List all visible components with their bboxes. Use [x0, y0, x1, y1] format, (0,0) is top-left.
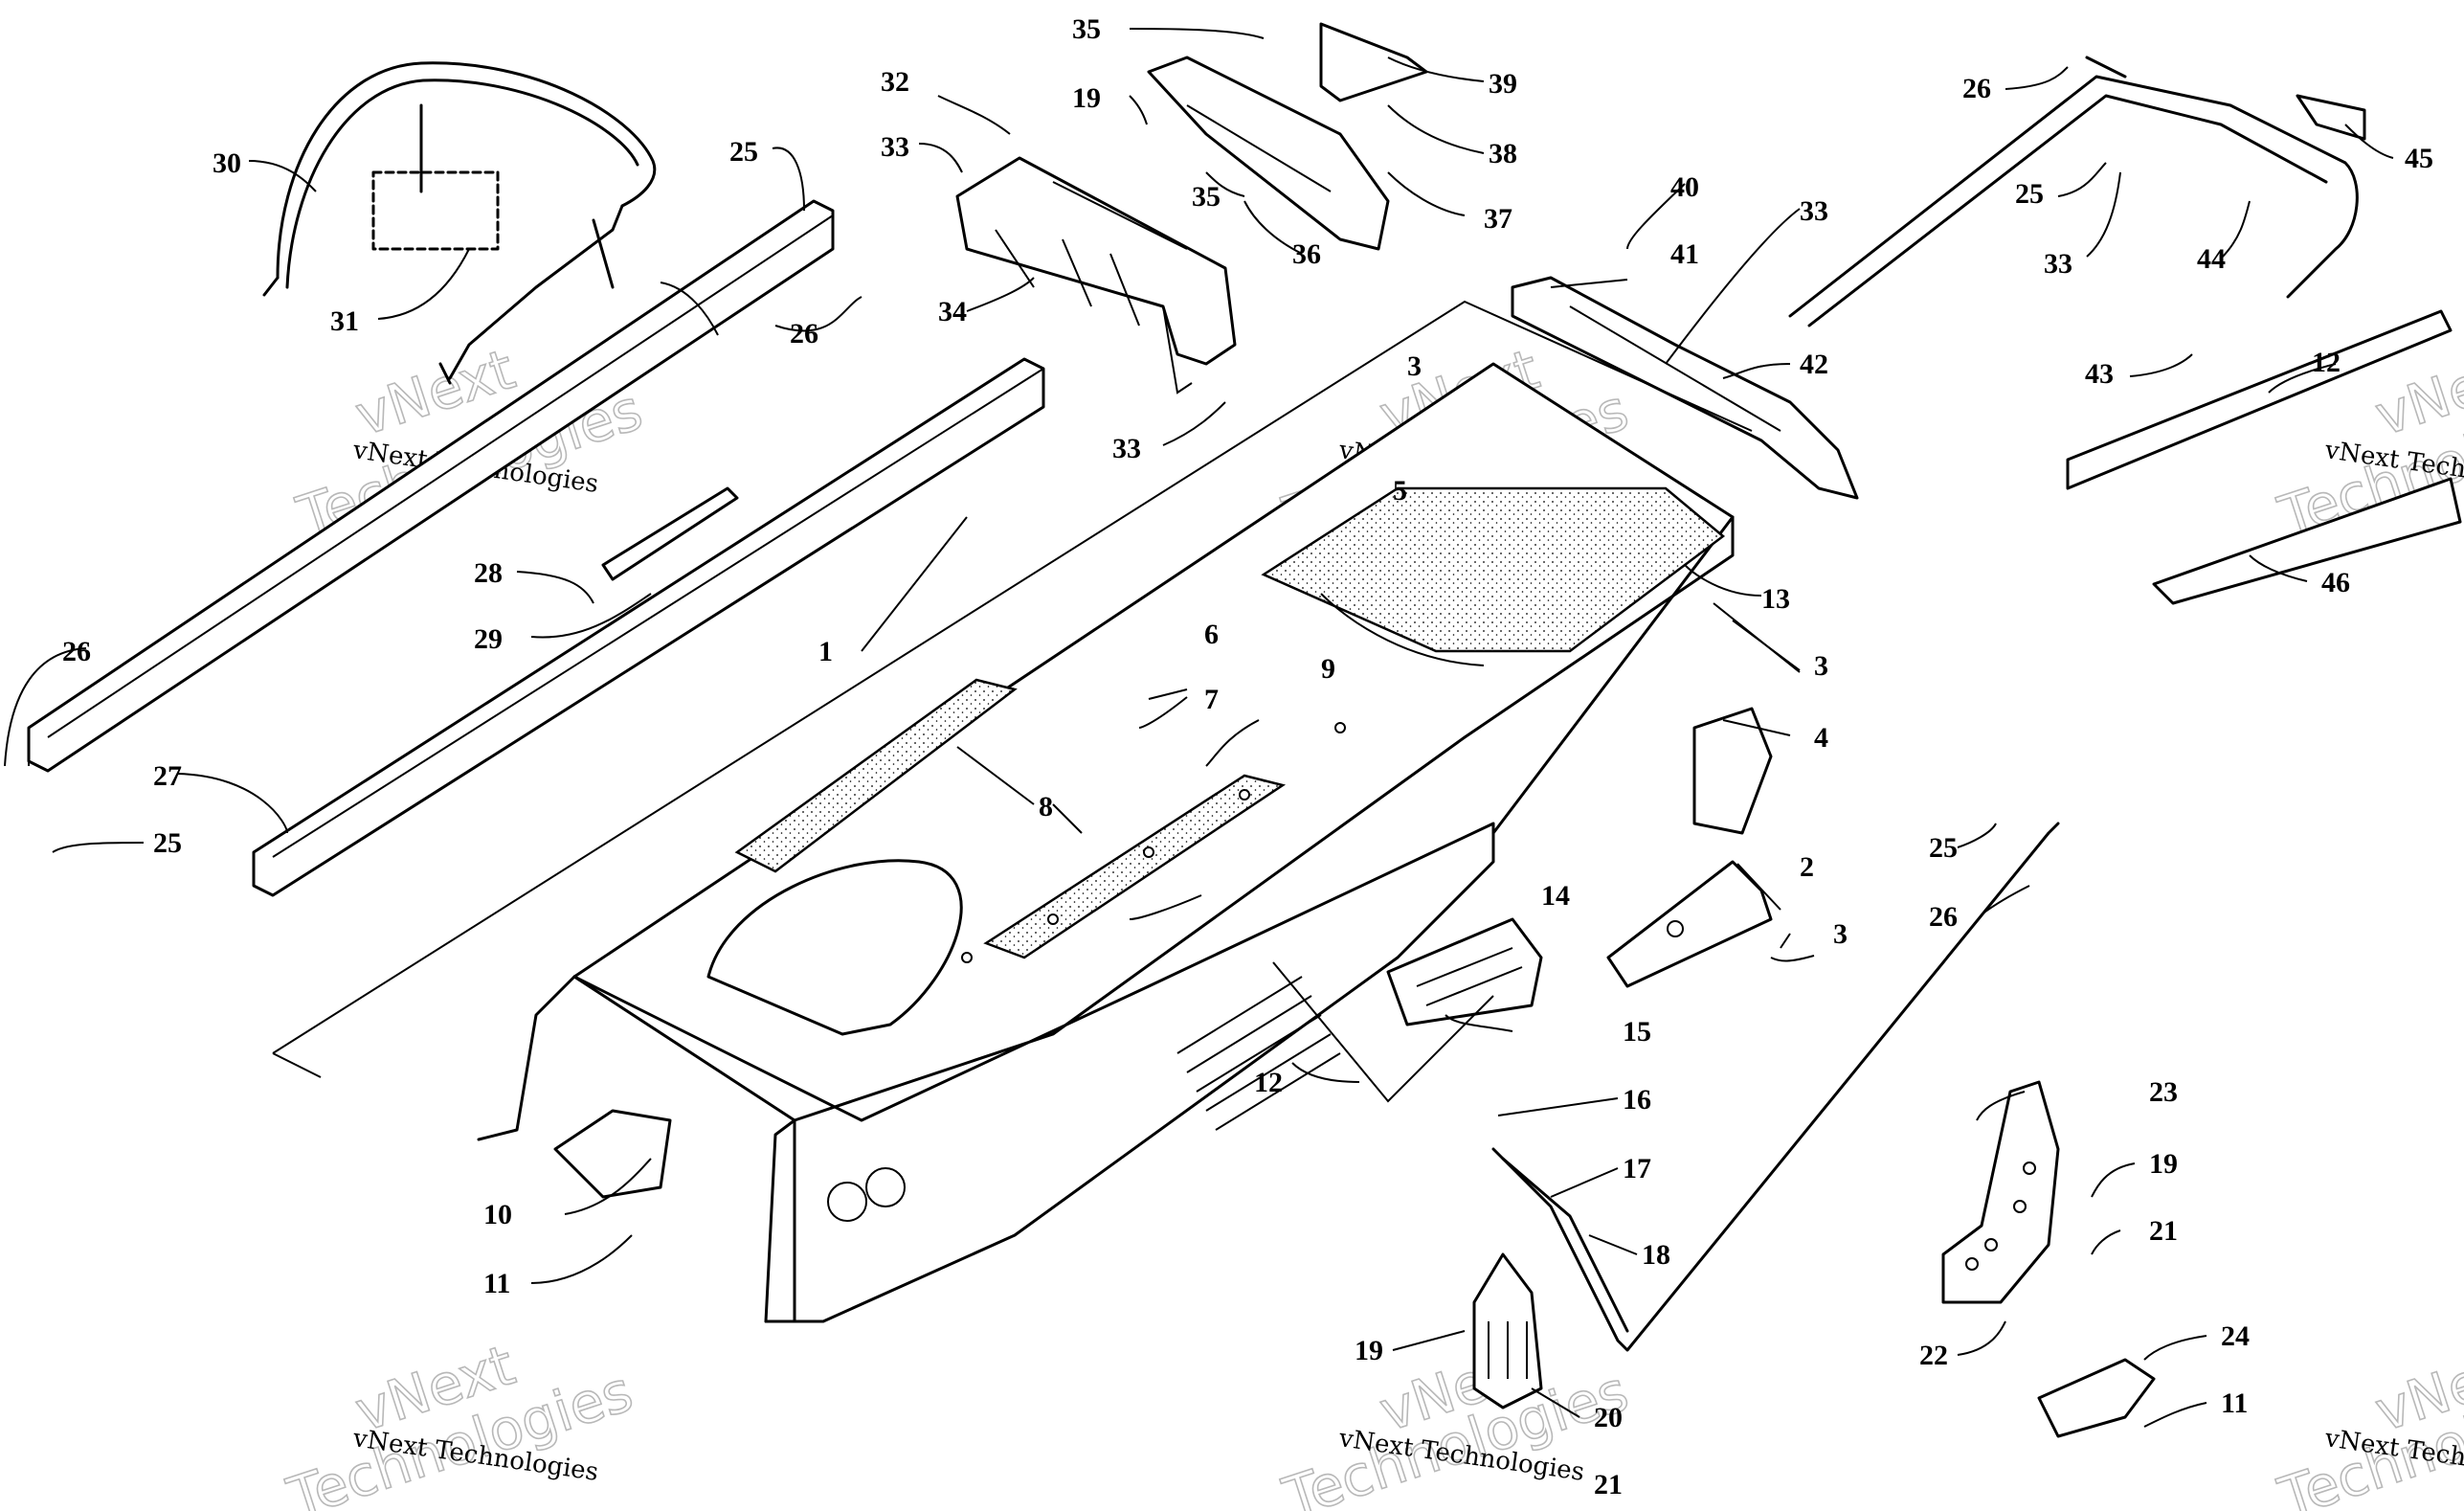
callout-32: 32 — [881, 66, 909, 98]
callout-33-d: 33 — [2044, 248, 2072, 280]
callout-46: 46 — [2321, 567, 2350, 598]
part-27-tunnel-rail-lower — [252, 357, 1045, 897]
callout-37: 37 — [1484, 203, 1512, 235]
part-29-strip — [601, 486, 739, 581]
callout-3-a: 3 — [1407, 350, 1422, 382]
callout-19-a: 19 — [1072, 82, 1101, 114]
callout-31: 31 — [330, 305, 359, 337]
callout-44: 44 — [2197, 243, 2226, 275]
callout-1: 1 — [818, 636, 833, 667]
part-45-grab-bar-right — [1788, 56, 2366, 327]
callout-35-b: 35 — [1192, 181, 1221, 213]
callout-19-c: 19 — [2149, 1148, 2178, 1180]
callout-25-d: 25 — [1929, 832, 1958, 864]
callout-25-a: 25 — [729, 136, 758, 168]
watermark-bottom-right: vNext Technologies vNext Technologies — [2271, 1331, 2464, 1511]
part-43-rail-right — [2066, 309, 2453, 490]
callout-25-b: 25 — [153, 827, 182, 859]
outline-frame — [272, 300, 1753, 1078]
callout-41: 41 — [1670, 238, 1699, 270]
callout-39: 39 — [1489, 68, 1517, 100]
callout-4: 4 — [1814, 722, 1828, 754]
watermark-bottom-left: vNext Technologies vNext Technologies — [280, 1331, 641, 1511]
callout-40: 40 — [1670, 171, 1699, 203]
part-30-grab-bar — [262, 61, 657, 385]
part-27-tunnel-rail-left — [27, 199, 835, 773]
leader-lines — [4, 28, 2394, 1428]
callout-38: 38 — [1489, 138, 1517, 169]
part-10-plate — [553, 1109, 672, 1199]
callout-19-b: 19 — [1355, 1335, 1383, 1366]
part-37-bumper — [1147, 22, 1428, 251]
callout-9: 9 — [1321, 653, 1335, 685]
callout-26-d: 26 — [1929, 901, 1958, 933]
callout-21-a: 21 — [1594, 1469, 1623, 1500]
callout-20: 20 — [1594, 1402, 1623, 1433]
callout-8: 8 — [1039, 791, 1053, 823]
callout-18: 18 — [1642, 1239, 1670, 1271]
callout-36: 36 — [1292, 238, 1321, 270]
callout-26-b: 26 — [62, 636, 91, 667]
callout-6: 6 — [1204, 619, 1219, 650]
part-20-footrest — [1472, 1252, 1543, 1410]
callout-24: 24 — [2221, 1320, 2250, 1352]
callout-29: 29 — [474, 623, 503, 655]
callout-14: 14 — [1541, 880, 1570, 912]
callout-23: 23 — [2149, 1076, 2178, 1108]
callout-5: 5 — [1393, 475, 1407, 507]
part-23-footrest — [1941, 1080, 2060, 1304]
part-14-step — [1386, 917, 1543, 1026]
part-40-flap — [1511, 276, 1859, 500]
callout-16: 16 — [1623, 1084, 1651, 1116]
callout-21-b: 21 — [2149, 1215, 2178, 1247]
callout-25-c: 25 — [2015, 178, 2044, 210]
part-1-tunnel — [477, 362, 1735, 1323]
callout-12-a: 12 — [2312, 347, 2341, 378]
part-24-cup — [2037, 1358, 2156, 1438]
callout-11-b: 11 — [2221, 1387, 2248, 1419]
callout-27: 27 — [153, 760, 182, 792]
callout-30: 30 — [213, 147, 241, 179]
callout-43: 43 — [2085, 358, 2114, 390]
callout-17: 17 — [1623, 1153, 1651, 1184]
callout-2: 2 — [1800, 851, 1814, 883]
callout-45: 45 — [2405, 143, 2433, 174]
callout-34: 34 — [938, 296, 967, 327]
part-4-bracket — [1692, 707, 1773, 835]
callout-15: 15 — [1623, 1016, 1651, 1048]
callout-labels: 30 31 25 26 28 29 26 27 25 32 33 34 33 3… — [62, 13, 2433, 1500]
callout-12-b: 12 — [1254, 1067, 1283, 1098]
callout-33-c: 33 — [1800, 195, 1828, 227]
callout-35-a: 35 — [1072, 13, 1101, 45]
callout-22: 22 — [1919, 1340, 1948, 1371]
callout-10: 10 — [483, 1199, 512, 1230]
callout-3-b: 3 — [1814, 650, 1828, 682]
part-17-bar — [1491, 822, 2060, 1352]
callout-7: 7 — [1204, 684, 1219, 715]
callout-13: 13 — [1761, 583, 1790, 615]
watermark-bottom-center: vNext Technologies vNext Technologies — [1275, 1331, 1637, 1511]
callout-26-c: 26 — [1962, 73, 1991, 104]
callout-3-c: 3 — [1833, 918, 1848, 950]
callout-33-b: 33 — [1112, 433, 1141, 464]
callout-42: 42 — [1800, 349, 1828, 380]
callout-11-a: 11 — [483, 1268, 510, 1299]
callout-33-a: 33 — [881, 131, 909, 163]
part-32-hood — [955, 156, 1237, 395]
callout-28: 28 — [474, 557, 503, 589]
callout-26-a: 26 — [790, 318, 818, 350]
part-46-rail-right — [2152, 477, 2462, 605]
part-2-plate — [1606, 860, 1773, 988]
